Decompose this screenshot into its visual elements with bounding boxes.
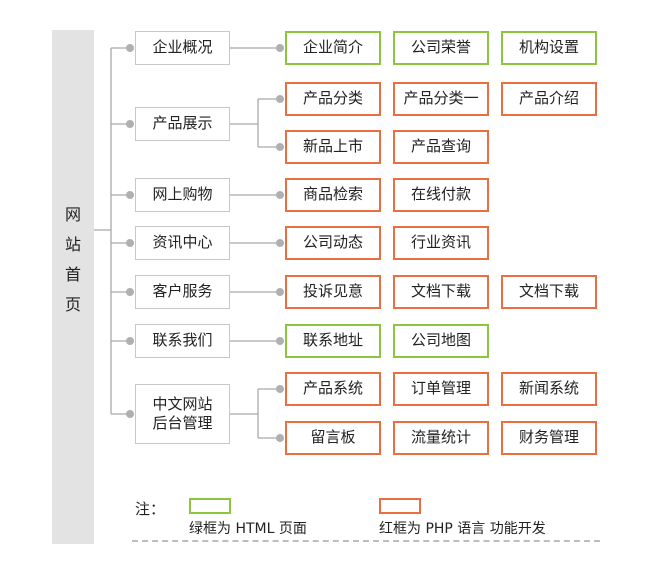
root-char: 网: [64, 205, 81, 224]
page-node-label: 产品系统: [302, 379, 363, 398]
page-node-label: 新品上市: [302, 137, 363, 156]
page-node: 文档下载: [501, 275, 597, 309]
page-node: 文档下载: [393, 275, 489, 309]
page-node: 留言板: [285, 421, 381, 455]
connector-dot: [276, 434, 284, 442]
page-node: 公司地图: [393, 324, 489, 358]
legend-orange-text: 红框为 PHP 语言 功能开发: [379, 521, 546, 537]
page-node-label: 文档下载: [518, 282, 579, 301]
connector-dot: [276, 191, 284, 199]
page-node-label: 产品查询: [410, 137, 471, 156]
page-node: 产品介绍: [501, 82, 597, 116]
legend-title: 注：: [135, 500, 166, 518]
category-label: 资讯中心: [152, 233, 213, 252]
category-label: 客户服务: [152, 282, 213, 301]
page-node: 公司荣誉: [393, 31, 489, 65]
connector-dot: [276, 239, 284, 247]
page-node-label: 投诉见意: [302, 282, 363, 301]
page-node-label: 财务管理: [518, 428, 579, 447]
connector-dot: [126, 44, 134, 52]
category-label: 产品展示: [152, 114, 213, 133]
page-node: 产品分类一: [393, 82, 489, 116]
page-node-label: 订单管理: [410, 379, 471, 398]
legend-green-text: 绿框为 HTML 页面: [189, 521, 307, 537]
connector-dot: [126, 120, 134, 128]
root-char: 站: [64, 235, 81, 254]
page-node: 产品分类: [285, 82, 381, 116]
category-label: 中文网站后台管理: [152, 395, 212, 434]
connector-dot: [126, 239, 134, 247]
page-node-label: 公司动态: [302, 233, 363, 252]
connector-dot: [126, 288, 134, 296]
page-node: 财务管理: [501, 421, 597, 455]
legend-divider: [132, 540, 600, 542]
page-node-label: 联系地址: [302, 331, 363, 350]
legend-orange-swatch: [379, 498, 421, 514]
root-char: 页: [64, 295, 81, 314]
root-bar: [52, 30, 94, 544]
category-box: 资讯中心: [135, 226, 230, 260]
page-node: 产品系统: [285, 372, 381, 406]
category-label: 企业概况: [152, 38, 213, 57]
page-node-label: 公司荣誉: [410, 38, 471, 57]
page-node-label: 行业资讯: [410, 233, 471, 252]
legend-green-swatch: [189, 498, 231, 514]
connector-dot: [276, 95, 284, 103]
page-node-label: 公司地图: [410, 331, 471, 350]
page-node-label: 产品分类一: [403, 89, 479, 108]
page-node: 流量统计: [393, 421, 489, 455]
category-box: 联系我们: [135, 324, 230, 358]
page-node: 订单管理: [393, 372, 489, 406]
page-node: 新闻系统: [501, 372, 597, 406]
connector-dot: [126, 337, 134, 345]
page-node: 商品检索: [285, 178, 381, 212]
root-char: 首: [64, 265, 81, 284]
category-label-line: 中文网站: [152, 394, 213, 413]
page-node-label: 机构设置: [518, 38, 579, 57]
page-node-label: 企业简介: [302, 38, 363, 57]
root-node: 网 站 首 页: [52, 200, 94, 320]
page-node: 机构设置: [501, 31, 597, 65]
page-node-label: 新闻系统: [518, 379, 579, 398]
connector-dot: [276, 288, 284, 296]
page-node: 新品上市: [285, 130, 381, 164]
page-node-label: 流量统计: [410, 428, 471, 447]
page-node-label: 商品检索: [302, 185, 363, 204]
page-node-label: 在线付款: [410, 185, 471, 204]
page-node: 产品查询: [393, 130, 489, 164]
connector-dot: [276, 337, 284, 345]
page-node: 投诉见意: [285, 275, 381, 309]
category-label: 网上购物: [152, 185, 213, 204]
category-box: 产品展示: [135, 107, 230, 141]
page-node-label: 产品分类: [302, 89, 363, 108]
category-box: 客户服务: [135, 275, 230, 309]
page-node-label: 产品介绍: [518, 89, 579, 108]
category-box: 网上购物: [135, 178, 230, 212]
category-label-line: 后台管理: [152, 414, 213, 432]
category-label: 联系我们: [152, 331, 213, 350]
page-node: 企业简介: [285, 31, 381, 65]
page-node-label: 留言板: [310, 428, 356, 447]
page-node: 行业资讯: [393, 226, 489, 260]
connector-dot: [276, 44, 284, 52]
category-box: 企业概况: [135, 31, 230, 65]
page-node: 联系地址: [285, 324, 381, 358]
page-node: 在线付款: [393, 178, 489, 212]
connector-dot: [126, 191, 134, 199]
page-node: 公司动态: [285, 226, 381, 260]
connector-dot: [126, 410, 134, 418]
connector-dot: [276, 143, 284, 151]
category-box: 中文网站后台管理: [135, 384, 230, 444]
connector-dot: [276, 385, 284, 393]
page-node-label: 文档下载: [410, 282, 471, 301]
